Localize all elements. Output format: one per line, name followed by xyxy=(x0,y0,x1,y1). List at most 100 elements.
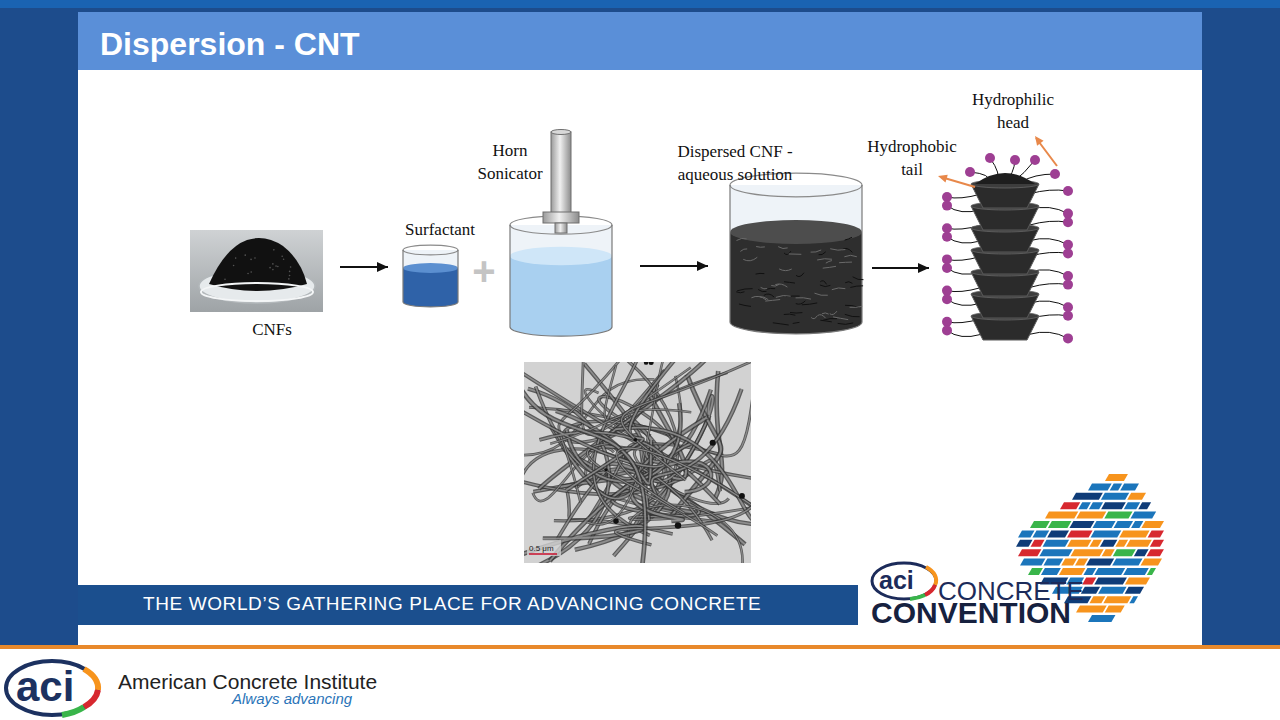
logo-word: CONVENTION xyxy=(871,597,1071,629)
hydrophobic-tail-line xyxy=(947,330,981,336)
dispersed-fiber xyxy=(850,306,863,307)
dispersed-fiber xyxy=(784,314,796,315)
node-label: Hydrophobic tail xyxy=(862,135,962,181)
hydrophilic-head-dot xyxy=(1063,186,1073,196)
dispersed-fiber xyxy=(778,247,787,249)
dispersed-fiber xyxy=(817,259,832,260)
nanotube-wall xyxy=(652,389,742,496)
dispersed-fiber xyxy=(845,282,852,284)
bottom-strip xyxy=(0,648,1280,720)
dispersed-fiber xyxy=(826,261,832,264)
powder-speck xyxy=(289,271,291,273)
logo-block xyxy=(1124,502,1140,509)
logo-block xyxy=(1101,493,1129,500)
logo-block xyxy=(1078,502,1091,509)
logo-block xyxy=(1043,540,1070,547)
logo-block xyxy=(1131,521,1143,528)
nanotube-wall xyxy=(616,500,751,545)
logo-block xyxy=(1113,549,1136,556)
liquid-surface xyxy=(730,220,862,244)
orange-rule xyxy=(0,645,1280,649)
dispersed-fiber xyxy=(822,313,829,314)
arrow-shaft xyxy=(872,267,929,269)
hydrophilic-head-dot xyxy=(942,232,952,242)
powder-speck xyxy=(269,267,271,269)
leader-arrowhead xyxy=(938,175,948,183)
tem-micrograph xyxy=(524,362,751,563)
dispersed-fiber xyxy=(820,320,831,322)
hydrophilic-head-dot xyxy=(942,286,952,296)
logo-block xyxy=(1060,502,1080,509)
logo-block xyxy=(1105,606,1125,613)
logo-block xyxy=(1088,615,1115,622)
node-label: Horn Sonicator xyxy=(470,139,550,185)
dispersed-fiber xyxy=(845,237,852,240)
powder-speck xyxy=(275,265,277,267)
dispersed-fiber xyxy=(823,266,836,268)
dispersed-fiber xyxy=(740,249,747,252)
dispersed-fiber xyxy=(739,304,751,306)
powder-speck xyxy=(247,273,249,275)
logo-block xyxy=(1105,474,1128,481)
horn-tip xyxy=(555,223,567,233)
powder-speck xyxy=(272,263,274,265)
powder-speck xyxy=(250,271,252,273)
logo-block xyxy=(1148,530,1164,537)
logo-block xyxy=(1088,483,1112,490)
hydrophobic-tail-line xyxy=(1029,332,1068,338)
horn-collar xyxy=(543,212,579,223)
dispersed-fiber xyxy=(776,295,791,297)
logo-block xyxy=(1141,521,1164,528)
powder-speck xyxy=(233,265,235,267)
logo-block xyxy=(1071,549,1104,556)
logo-block xyxy=(1102,549,1115,556)
logo-block xyxy=(1120,483,1139,490)
logo-block xyxy=(1032,530,1049,537)
arrow-shaft xyxy=(640,265,708,267)
logo-block xyxy=(1082,577,1096,584)
node-label: Hydrophilic head xyxy=(963,88,1063,134)
dispersed-fiber xyxy=(820,281,826,285)
dispersed-fiber xyxy=(756,273,765,275)
logo-block xyxy=(1110,483,1123,490)
logo-block xyxy=(1138,502,1151,509)
dispersed-fiber xyxy=(814,293,827,295)
title-band xyxy=(78,12,1202,70)
horn-rod xyxy=(551,132,571,214)
hydrophilic-head-dot xyxy=(942,223,952,233)
dispersed-fiber xyxy=(765,300,780,302)
beaker-glass xyxy=(730,185,862,334)
logo-block xyxy=(1123,568,1149,575)
nanotube-wall xyxy=(617,448,751,513)
hydrophilic-head-dot xyxy=(942,317,952,327)
logo-block xyxy=(1147,568,1156,575)
logo-block xyxy=(1076,512,1106,519)
flow-arrow xyxy=(340,262,388,272)
slide-area xyxy=(78,12,1202,645)
logo-block xyxy=(1041,568,1061,575)
logo-block xyxy=(1112,559,1142,566)
liquid-surface xyxy=(403,263,458,273)
logo-block xyxy=(1072,493,1103,500)
solution-beaker: Dispersed CNF - aqueous solution xyxy=(712,136,872,326)
logo-mark-text: aci xyxy=(16,664,74,710)
arrow-shaft xyxy=(340,266,388,268)
logo-block xyxy=(1048,521,1072,528)
surfactant-beaker: Surfactant xyxy=(395,218,485,306)
dispersed-fiber xyxy=(838,323,854,324)
powder-speck xyxy=(235,257,237,259)
logo-block xyxy=(1016,540,1033,547)
hydrophilic-head-dot xyxy=(1063,280,1073,290)
hydrophilic-head-dot xyxy=(1063,311,1073,321)
logo-block xyxy=(1030,521,1050,528)
hydrophilic-head-dot xyxy=(942,294,952,304)
logo-block xyxy=(1020,559,1045,566)
dispersed-fiber xyxy=(771,284,779,286)
logo-block xyxy=(1075,559,1088,566)
hydrophilic-head-dot xyxy=(1063,217,1073,227)
logo-arc xyxy=(84,690,98,707)
rod-top xyxy=(551,130,571,135)
hydrophilic-head-dot xyxy=(1063,248,1073,258)
dispersed-fiber xyxy=(789,253,802,254)
powder-speck xyxy=(281,255,283,257)
